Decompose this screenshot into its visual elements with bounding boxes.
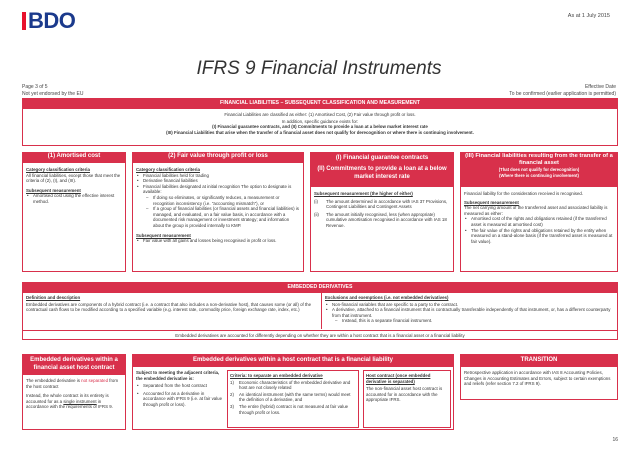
transition-text: Retrospective application in accordance … bbox=[464, 370, 611, 387]
embedded-exclusions: Exclusions and exemptions (i.e. not embe… bbox=[325, 295, 615, 324]
col-transfer-body: Financial liability for the consideratio… bbox=[460, 186, 618, 272]
classification-line-3: (I) Financial guarantee contracts, and (… bbox=[212, 124, 428, 130]
liability-host-body: Subject to meeting the adjacent criteria… bbox=[132, 366, 454, 430]
asset-host-head: Embedded derivatives within a financial … bbox=[22, 354, 126, 374]
bdo-logo: BDO bbox=[22, 8, 80, 34]
asset-host-body: The embedded derivative is not separated… bbox=[22, 374, 126, 430]
endorsement-note: Not yet endorsed by the EU bbox=[22, 90, 84, 97]
classification-intro: Financial Liabilities are classified as … bbox=[22, 108, 618, 146]
col2-criteria-item: Financial liabilities held for trading bbox=[136, 173, 300, 179]
col2-criteria-list: Financial liabilities held for trading D… bbox=[136, 173, 300, 195]
col1-measure-list: Amortised cost using the effective inter… bbox=[26, 193, 122, 204]
col4-head-2: (That does not qualify for derecognition… bbox=[498, 167, 580, 172]
col2-sub-item: If doing so eliminates, or significantly… bbox=[143, 195, 300, 206]
col3-item-text: The amount initially recognised, less (w… bbox=[326, 211, 447, 228]
col-fvtpl-head: (2) Fair value through profit or loss bbox=[132, 152, 304, 162]
asset-host-p1: The embedded derivative is not separated… bbox=[26, 378, 119, 389]
col-fvtpl-body: Category classification criteria Financi… bbox=[132, 162, 304, 272]
embedded-note: Embedded derivatives are accounted for d… bbox=[23, 330, 617, 339]
col1-criteria-title: Category classification criteria bbox=[26, 167, 90, 172]
host-contract-box: Host contract (once embedded derivative … bbox=[363, 370, 451, 428]
col2-criteria-title: Category classification criteria bbox=[136, 167, 200, 172]
col3-item: (ii) The amount initially recognised, le… bbox=[314, 212, 450, 229]
classification-bar: FINANCIAL LIABILITIES – SUBSEQUENT CLASS… bbox=[22, 98, 618, 108]
criteria-title: Criteria: to separate an embedded deriva… bbox=[230, 373, 323, 378]
logo-text: BDO bbox=[28, 8, 76, 33]
col4-intro: Financial liability for the consideratio… bbox=[464, 191, 584, 196]
criteria-item: 3)The entire (hybrid) contract is not me… bbox=[230, 403, 349, 415]
embedded-excl-item: A derivative, attached to a financial in… bbox=[325, 307, 615, 318]
liability-subject-list: Separated from the host contract Account… bbox=[136, 383, 224, 407]
host-contract-title: Host contract (once embedded derivative … bbox=[366, 373, 431, 384]
col2-measure-title: Subsequent measurement bbox=[136, 232, 191, 238]
effective-date-label: Effective Date bbox=[584, 84, 616, 90]
col4-measure-title: Subsequent measurement bbox=[464, 199, 519, 205]
embedded-def-text: Embedded derivatives are components of a… bbox=[26, 301, 312, 313]
transition-body: Retrospective application in accordance … bbox=[460, 366, 618, 400]
classification-line-1: Financial Liabilities are classified as … bbox=[224, 112, 416, 117]
col3-item-num: (i) bbox=[314, 198, 318, 204]
col-guarantee-head: (I) Financial guarantee contracts (II) C… bbox=[310, 152, 454, 186]
page-meta-left: Page 3 of 5 Not yet endorsed by the EU bbox=[22, 84, 83, 97]
criteria-item: 2)An identical instrument (with the same… bbox=[230, 391, 351, 403]
liability-subject-item: Separated from the host contract bbox=[136, 383, 224, 389]
embedded-def-title: Definition and description bbox=[26, 295, 81, 300]
col4-measure-text: The net carrying amount of the transferr… bbox=[464, 205, 608, 216]
col2-sub-item: If a group of financial liabilities (or … bbox=[143, 206, 300, 228]
embedded-excl-item: Non-financial variables that are specifi… bbox=[325, 302, 615, 308]
col-transfer-head: (III) Financial liabilities resulting fr… bbox=[460, 152, 618, 186]
col-guarantee-body: Subsequent measurement (the higher of ei… bbox=[310, 186, 454, 272]
embedded-divider bbox=[321, 293, 322, 329]
classification-line-2: In addition, specific guidance exists fo… bbox=[281, 118, 359, 124]
page-label: Page 3 of 5 bbox=[22, 84, 48, 90]
col4-list: Amortised cost of the rights and obligat… bbox=[464, 216, 614, 244]
as-at-date: As at 1 July 2015 bbox=[567, 13, 610, 19]
col4-head-3: (Where there is continuing involvement) bbox=[499, 173, 579, 178]
col1-measure-item: Amortised cost using the effective inter… bbox=[26, 193, 122, 204]
page-number: 16 bbox=[612, 437, 618, 443]
classification-line-4: (III) Financial Liabilities that arise w… bbox=[166, 129, 474, 135]
col-amortised-cost-body: Category classification criteria All fin… bbox=[22, 162, 126, 272]
col2-criteria-item: Financial liabilities designated at init… bbox=[136, 184, 300, 195]
col4-item: Amortised cost of the rights and obligat… bbox=[464, 216, 614, 227]
col3-head-1: (I) Financial guarantee contracts bbox=[335, 155, 429, 161]
embedded-excl-title: Exclusions and exemptions (i.e. not embe… bbox=[325, 295, 449, 300]
page-title: IFRS 9 Financial Instruments bbox=[196, 58, 442, 79]
col3-item: (i) The amount determined in accordance … bbox=[314, 199, 450, 210]
col4-head-1: (III) Financial liabilities resulting fr… bbox=[465, 153, 613, 166]
liability-subject-item: Accounted for as a derivative in accorda… bbox=[136, 391, 224, 408]
effective-date-value: To be confirmed (earlier application is … bbox=[509, 90, 616, 97]
col1-criteria-text: All financial liabilities, except those … bbox=[26, 172, 121, 184]
criteria-box: Criteria: to separate an embedded deriva… bbox=[227, 370, 359, 428]
col1-measure-title: Subsequent measurement bbox=[26, 187, 81, 193]
col2-measure-list: Fair value with all gains and losses bei… bbox=[136, 238, 300, 244]
liability-host-head: Embedded derivatives within a host contr… bbox=[132, 354, 454, 366]
liability-subject-title: Subject to meeting the adjacent criteria… bbox=[136, 370, 220, 381]
embedded-definition: Definition and description Embedded deri… bbox=[26, 295, 318, 313]
col3-measure-title: Subsequent measurement (the higher of ei… bbox=[314, 191, 413, 196]
logo-red-bar bbox=[22, 12, 26, 30]
col3-item-num: (ii) bbox=[314, 211, 319, 217]
liability-subject: Subject to meeting the adjacent criteria… bbox=[136, 370, 224, 408]
criteria-item: 1)Economic characteristics of the embedd… bbox=[230, 379, 351, 391]
col3-head-2: (II) Commitments to provide a loan at a … bbox=[317, 166, 447, 180]
asset-host-p2: Instead, the whole contract in its entir… bbox=[26, 393, 113, 410]
embedded-excl-list: Non-financial variables that are specifi… bbox=[325, 302, 615, 319]
col-amortised-cost-head: (1) Amortised cost bbox=[22, 152, 126, 162]
embedded-body: Definition and description Embedded deri… bbox=[22, 292, 618, 340]
col4-item: The fair value of the rights and obligat… bbox=[464, 228, 614, 245]
page-meta-right: Effective Date To be confirmed (earlier … bbox=[509, 84, 616, 97]
embedded-excl-sub: Instead, this is a separate financial in… bbox=[332, 318, 615, 324]
col2-criteria-item: Derivative financial liabilities bbox=[136, 178, 300, 184]
host-contract-text: The non-financial asset host contract is… bbox=[366, 386, 443, 403]
col2-measure-item: Fair value with all gains and losses bei… bbox=[136, 238, 300, 244]
transition-head: TRANSITION bbox=[460, 354, 618, 366]
col3-item-text: The amount determined in accordance with… bbox=[326, 198, 448, 210]
embedded-bar: EMBEDDED DERIVATIVES bbox=[22, 282, 618, 292]
